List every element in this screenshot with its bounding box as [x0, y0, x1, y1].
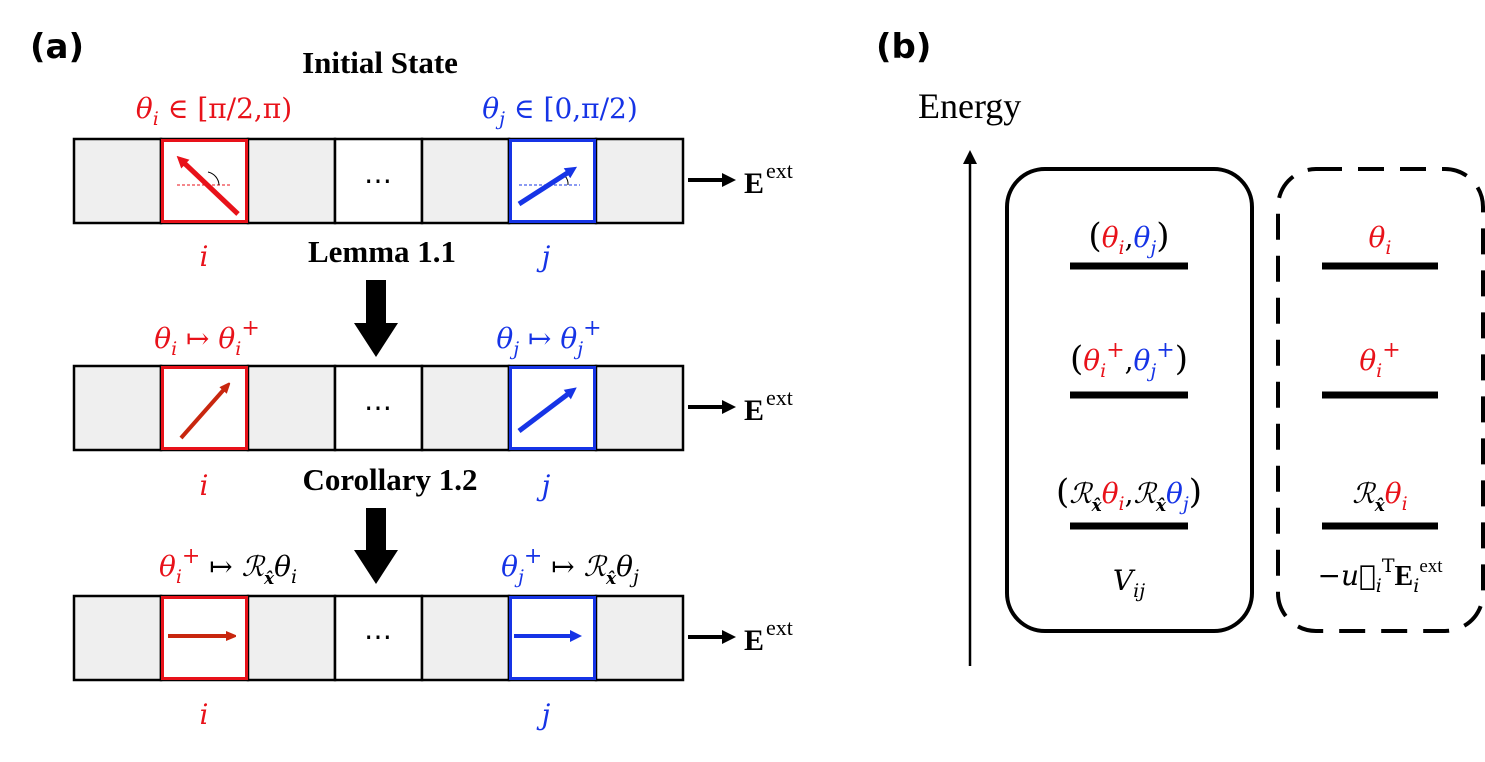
pair-level-1-label: (θi,θj) [1088, 216, 1169, 259]
row2-cell-5 [420, 364, 511, 452]
panel-b-label: (b) [876, 27, 931, 67]
row1-spin-j-arrow [517, 166, 578, 207]
lemma-label: Lemma 1.1 [308, 234, 456, 269]
row1-theta-i-label: θi ∈ [π/2,π) [136, 92, 292, 130]
row1-cell-ellipsis [333, 137, 424, 225]
row2-field-sup: ext [766, 385, 793, 410]
row3-chain: ⋯ [72, 594, 685, 682]
row3-cell-j [509, 596, 596, 680]
row2-field-symbol: E [744, 394, 764, 427]
single-level-2-label: θi+ [1359, 338, 1400, 382]
row3-field-sup: ext [766, 615, 793, 640]
row3-theta-i-label: θi+ ↦ ℛx̂θi [159, 544, 297, 589]
row2-cell-i [161, 366, 248, 450]
row2-theta-i-label: θi ↦ θi+ [154, 316, 260, 360]
row1-cell-3 [246, 137, 337, 225]
single-box-caption: −u⃗iTEiext [1317, 555, 1443, 597]
row3-ellipsis: ⋯ [364, 620, 392, 653]
down-arrow-2 [354, 508, 398, 584]
row3-site-i: i [200, 698, 209, 731]
initial-state-title: Initial State [302, 45, 458, 80]
row1-cell-5 [420, 137, 511, 225]
row2-site-j: j [536, 469, 551, 502]
row1-site-j: j [536, 240, 551, 273]
row3-cell-3 [246, 594, 337, 682]
row3-cell-i [161, 596, 248, 680]
pair-level-2-label: (θi+,θj+) [1070, 338, 1188, 382]
row2-cell-j [509, 366, 596, 450]
down-arrow-1 [354, 280, 398, 357]
row3-cell-5 [420, 594, 511, 682]
row1-ellipsis: ⋯ [364, 164, 392, 197]
row3-cell-7 [594, 594, 685, 682]
row2-site-i: i [200, 469, 209, 502]
row2-cell-1 [72, 364, 163, 452]
row3-theta-j-label: θj+ ↦ ℛx̂θj [501, 544, 639, 589]
row1-field-sup: ext [766, 158, 793, 183]
row3-field-symbol: E [744, 624, 764, 657]
row1-field-symbol: E [744, 167, 764, 200]
single-level-1-label: θi [1369, 221, 1392, 259]
pair-energy-box [1005, 167, 1254, 633]
row2-cell-ellipsis [333, 364, 424, 452]
row2-cell-i-frame [159, 364, 250, 452]
single-spin-energy-box [1276, 167, 1485, 633]
energy-axis-label: Energy [918, 86, 1021, 126]
row3-cell-1 [72, 594, 163, 682]
row3-site-j: j [536, 698, 551, 731]
row2-theta-j-label: θj ↦ θj+ [496, 316, 601, 360]
row1-cell-i [161, 139, 248, 223]
row3-cell-ellipsis [333, 594, 424, 682]
panel-a-label: (a) [30, 27, 84, 67]
pair-level-3-label: (ℛx̂θi,ℛx̂θj) [1056, 472, 1202, 516]
row1-i-angle-arc [207, 171, 220, 186]
row2-spin-j-arrow [517, 387, 577, 433]
row2-chain: ⋯ [72, 364, 685, 452]
row1-site-i: i [200, 240, 209, 273]
row2-ellipsis: ⋯ [364, 391, 392, 424]
row1-cell-1 [72, 137, 163, 225]
row2-cell-7 [594, 364, 685, 452]
pair-box-caption: Vij [1113, 564, 1145, 602]
row1-cell-j [509, 139, 596, 223]
corollary-label: Corollary 1.2 [302, 462, 477, 497]
row1-theta-j-label: θj ∈ [0,π/2) [482, 92, 638, 130]
row1-chain: ⋯ [72, 137, 685, 225]
row2-spin-i-arrow [179, 386, 227, 440]
row1-spin-i-arrow [176, 155, 240, 216]
row2-cell-3 [246, 364, 337, 452]
single-level-3-label: ℛx̂θi [1352, 477, 1407, 516]
row1-cell-7 [594, 137, 685, 225]
